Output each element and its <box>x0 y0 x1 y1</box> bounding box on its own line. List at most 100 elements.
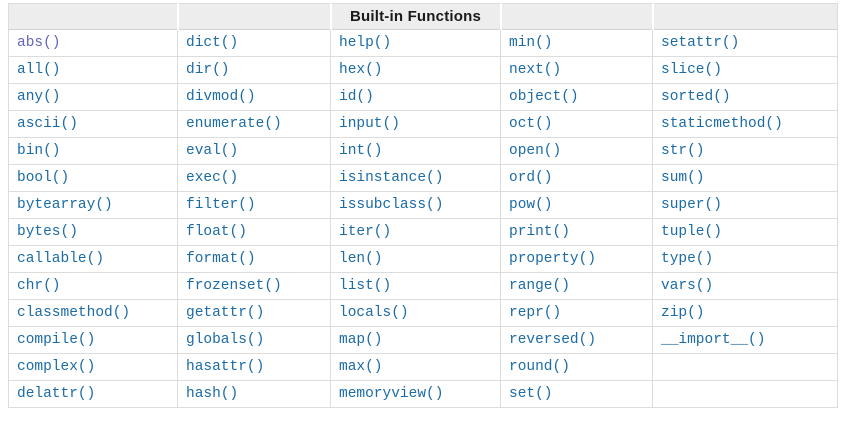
function-link[interactable]: iter() <box>339 224 392 240</box>
function-link[interactable]: sum() <box>661 170 705 186</box>
function-link[interactable]: slice() <box>661 62 722 78</box>
table-header: Built-in Functions <box>8 3 838 30</box>
table-cell: hex() <box>330 56 501 84</box>
function-link[interactable]: tuple() <box>661 224 722 240</box>
function-link[interactable]: min() <box>509 35 553 51</box>
function-link[interactable]: super() <box>661 197 722 213</box>
function-link[interactable]: pow() <box>509 197 553 213</box>
function-link[interactable]: int() <box>339 143 383 159</box>
function-link[interactable]: locals() <box>339 305 409 321</box>
table-cell: chr() <box>8 272 178 300</box>
function-link[interactable]: delattr() <box>17 386 96 402</box>
table-cell: __import__() <box>652 326 838 354</box>
function-link[interactable]: __import__() <box>661 332 766 348</box>
table-cell: str() <box>652 137 838 165</box>
function-link[interactable]: zip() <box>661 305 705 321</box>
table-cell: locals() <box>330 299 501 327</box>
function-link[interactable]: chr() <box>17 278 61 294</box>
function-link[interactable]: dict() <box>186 35 239 51</box>
function-link[interactable]: round() <box>509 359 570 375</box>
function-link[interactable]: input() <box>339 116 400 132</box>
function-link[interactable]: all() <box>17 62 61 78</box>
function-link[interactable]: property() <box>509 251 597 267</box>
table-cell: range() <box>500 272 653 300</box>
function-link[interactable]: ord() <box>509 170 553 186</box>
function-link[interactable]: set() <box>509 386 553 402</box>
table-cell: repr() <box>500 299 653 327</box>
function-link[interactable]: hash() <box>186 386 239 402</box>
function-link[interactable]: reversed() <box>509 332 597 348</box>
table-cell: sum() <box>652 164 838 192</box>
function-link[interactable]: filter() <box>186 197 256 213</box>
function-link[interactable]: float() <box>186 224 247 240</box>
function-link[interactable]: bin() <box>17 143 61 159</box>
function-link[interactable]: format() <box>186 251 256 267</box>
table-cell: zip() <box>652 299 838 327</box>
header-cell-empty <box>8 3 179 30</box>
table-row: complex() hasattr() max() round() <box>8 353 838 381</box>
function-link[interactable]: any() <box>17 89 61 105</box>
function-link[interactable]: issubclass() <box>339 197 444 213</box>
function-link[interactable]: next() <box>509 62 562 78</box>
table-cell: next() <box>500 56 653 84</box>
function-link[interactable]: exec() <box>186 170 239 186</box>
function-link[interactable]: str() <box>661 143 705 159</box>
function-link[interactable]: repr() <box>509 305 562 321</box>
function-link[interactable]: complex() <box>17 359 96 375</box>
function-link[interactable]: eval() <box>186 143 239 159</box>
table-cell: format() <box>177 245 331 273</box>
function-link[interactable]: staticmethod() <box>661 116 783 132</box>
function-link[interactable]: enumerate() <box>186 116 282 132</box>
table-cell: frozenset() <box>177 272 331 300</box>
function-link[interactable]: callable() <box>17 251 105 267</box>
function-link[interactable]: type() <box>661 251 714 267</box>
function-link[interactable]: ascii() <box>17 116 78 132</box>
table-cell: delattr() <box>8 380 178 408</box>
table-cell: pow() <box>500 191 653 219</box>
function-link[interactable]: globals() <box>186 332 265 348</box>
function-link[interactable]: hasattr() <box>186 359 265 375</box>
function-link[interactable]: open() <box>509 143 562 159</box>
function-link[interactable]: help() <box>339 35 392 51</box>
function-link[interactable]: bytearray() <box>17 197 113 213</box>
function-link[interactable]: getattr() <box>186 305 265 321</box>
table-row: any() divmod() id() object() sorted() <box>8 83 838 111</box>
table-row: bin() eval() int() open() str() <box>8 137 838 165</box>
function-link[interactable]: vars() <box>661 278 714 294</box>
table-cell: slice() <box>652 56 838 84</box>
function-link[interactable]: print() <box>509 224 570 240</box>
function-link[interactable]: object() <box>509 89 579 105</box>
function-link[interactable]: classmethod() <box>17 305 131 321</box>
function-link[interactable]: sorted() <box>661 89 731 105</box>
table-cell: issubclass() <box>330 191 501 219</box>
table-cell: int() <box>330 137 501 165</box>
function-link[interactable]: list() <box>339 278 392 294</box>
table-cell: round() <box>500 353 653 381</box>
function-link[interactable]: id() <box>339 89 374 105</box>
function-link[interactable]: max() <box>339 359 383 375</box>
function-link[interactable]: bool() <box>17 170 70 186</box>
table-cell: bytes() <box>8 218 178 246</box>
header-cell-empty <box>651 3 838 30</box>
function-link[interactable]: frozenset() <box>186 278 282 294</box>
table-row: ascii() enumerate() input() oct() staticmeth… <box>8 110 838 138</box>
table-row: delattr() hash() memoryview() set() <box>8 380 838 408</box>
function-link[interactable]: divmod() <box>186 89 256 105</box>
table-row: all() dir() hex() next() slice() <box>8 56 838 84</box>
function-link[interactable]: memoryview() <box>339 386 444 402</box>
table-cell: sorted() <box>652 83 838 111</box>
function-link[interactable]: len() <box>339 251 383 267</box>
header-cell-empty <box>499 3 654 30</box>
table-cell: len() <box>330 245 501 273</box>
function-link[interactable]: abs() <box>17 35 61 51</box>
function-link[interactable]: map() <box>339 332 383 348</box>
function-link[interactable]: isinstance() <box>339 170 444 186</box>
function-link[interactable]: dir() <box>186 62 230 78</box>
function-link[interactable]: bytes() <box>17 224 78 240</box>
table-cell: iter() <box>330 218 501 246</box>
function-link[interactable]: compile() <box>17 332 96 348</box>
function-link[interactable]: oct() <box>509 116 553 132</box>
function-link[interactable]: setattr() <box>661 35 740 51</box>
function-link[interactable]: hex() <box>339 62 383 78</box>
function-link[interactable]: range() <box>509 278 570 294</box>
